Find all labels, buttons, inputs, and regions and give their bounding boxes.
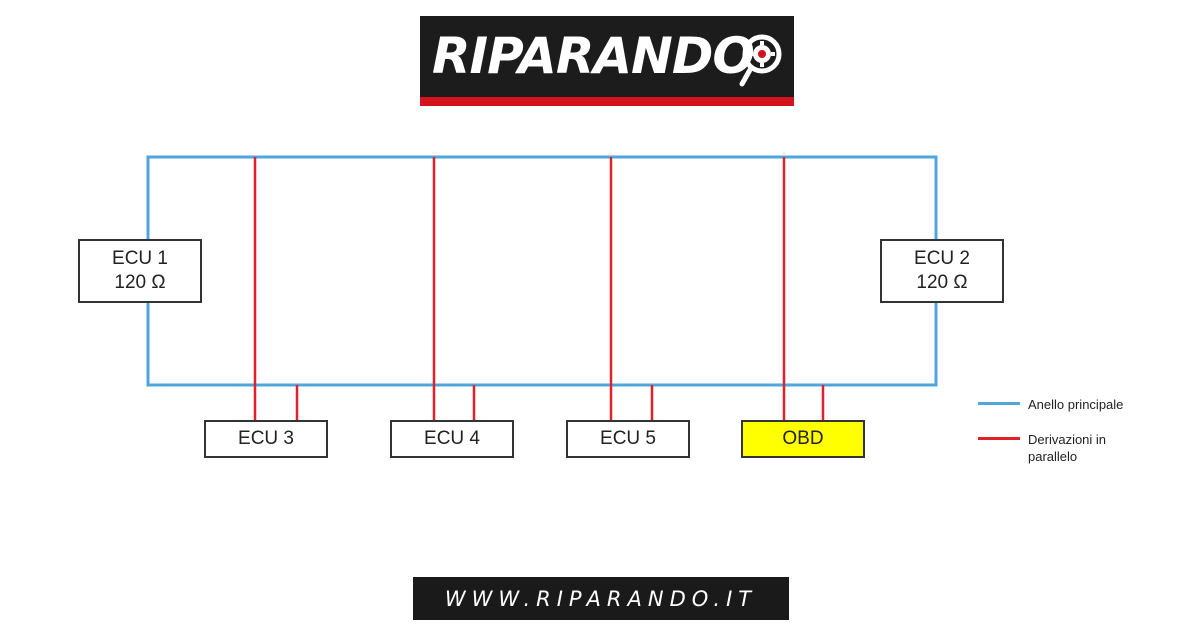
ecu-1-name: ECU 1 xyxy=(112,248,168,269)
riparando-logo: RIPARANDO xyxy=(420,16,794,106)
ecu-2-box: ECU 2 120 Ω xyxy=(880,239,1004,303)
main-ring xyxy=(146,155,938,387)
obd-box: OBD xyxy=(741,420,865,458)
ecu-4-box: ECU 4 xyxy=(390,420,514,458)
ecu-5-box: ECU 5 xyxy=(566,420,690,458)
ecu-1-value: 120 Ω xyxy=(114,272,166,293)
website-url[interactable]: WWW.RIPARANDO.IT xyxy=(413,577,789,620)
legend-branch-swatch xyxy=(978,437,1020,440)
ecu-1-box: ECU 1 120 Ω xyxy=(78,239,202,303)
ecu-4-label: ECU 4 xyxy=(424,428,480,449)
parallel-branches xyxy=(253,157,825,421)
ecu-2-name: ECU 2 xyxy=(914,248,970,269)
ecu-3-label: ECU 3 xyxy=(238,428,294,449)
legend-main-label: Anello principale xyxy=(1028,397,1124,412)
logo-stripe xyxy=(420,97,794,106)
ecu-3-box: ECU 3 xyxy=(204,420,328,458)
ecu-5-label: ECU 5 xyxy=(600,428,656,449)
logo-text: RIPARANDO xyxy=(432,27,755,85)
legend-branches: Derivazioni in parallelo xyxy=(978,431,1138,465)
legend-main-ring: Anello principale xyxy=(978,396,1138,413)
legend-main-swatch xyxy=(978,402,1020,405)
obd-label: OBD xyxy=(782,428,824,449)
legend-branch-label: Derivazioni in parallelo xyxy=(1028,432,1107,464)
ecu-2-value: 120 Ω xyxy=(916,272,968,293)
magnifier-gear-icon xyxy=(739,34,782,87)
